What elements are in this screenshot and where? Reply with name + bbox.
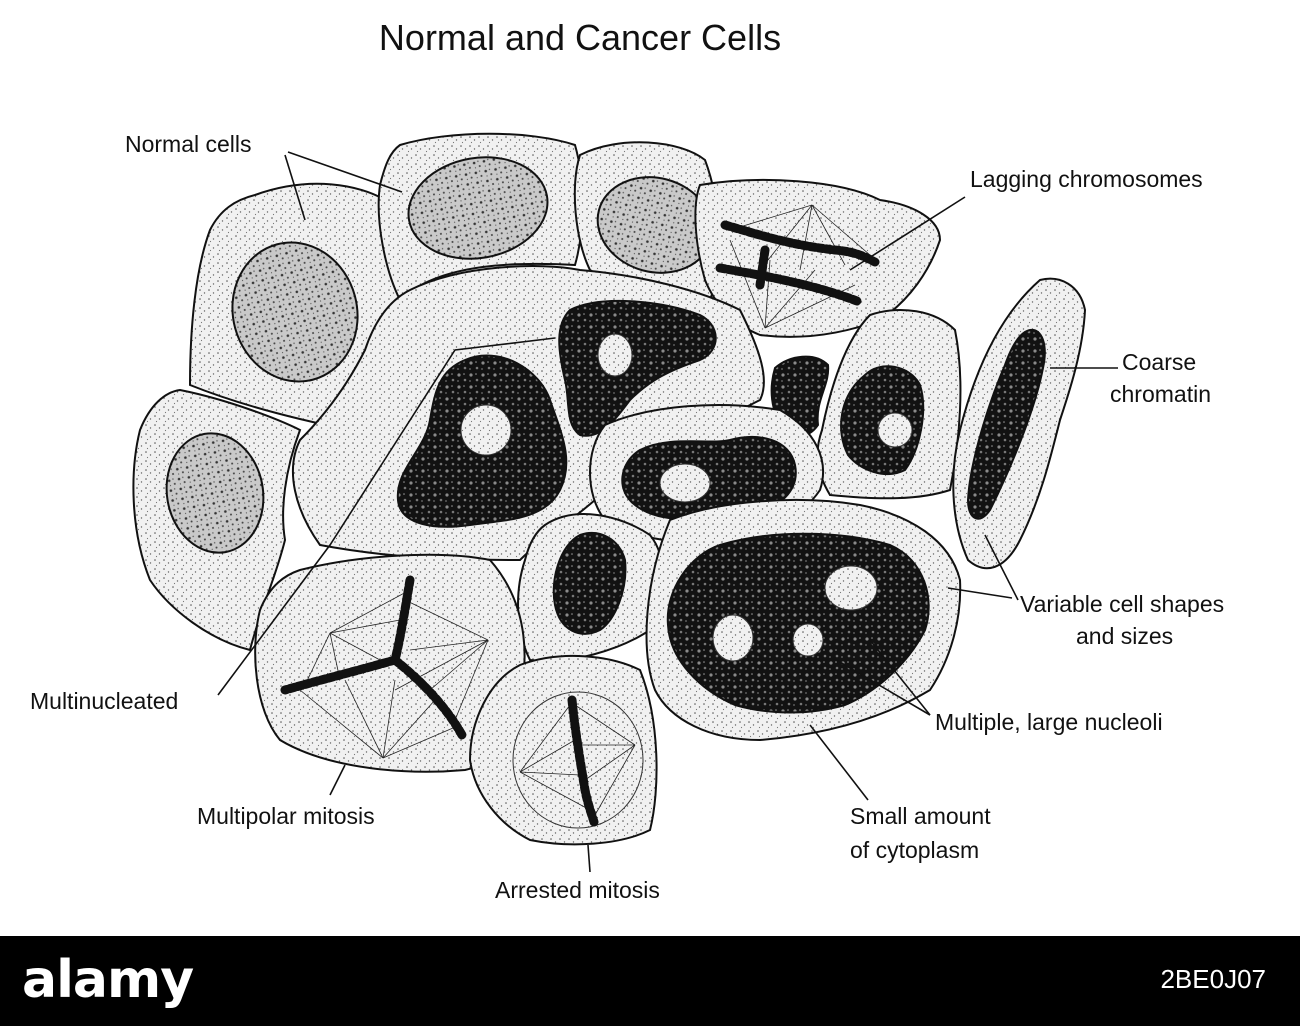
image-id: 2BE0J07 [1160,964,1266,994]
label-multinucleated: Multinucleated [30,688,178,714]
normal-nucleus [165,432,265,554]
label-arrested-mitosis: Arrested mitosis [495,877,660,903]
multipolar-chromosomes [390,655,467,740]
nucleolus [597,333,633,377]
label-lagging-chromosomes: Lagging chromosomes [970,166,1203,192]
normal-nucleus [407,156,549,260]
arrested-chromosomes [567,695,599,827]
label-coarse-chromatin-line1: Coarse [1122,349,1196,375]
label-normal-cells: Normal cells [125,131,252,157]
cell-cluster [132,132,1087,846]
label-variable-shapes-line1: Variable cell shapes [1020,591,1224,617]
alamy-logo: alamy [22,950,194,1010]
spindle-arrested [519,704,636,816]
cancer-nucleus-dark [558,299,717,437]
arrested-mitosis-spindle-boundary [512,691,644,829]
label-multiple-nucleoli: Multiple, large nucleoli [935,709,1163,735]
nucleolus [460,404,512,456]
diagram-title: Normal and Cancer Cells [379,17,781,58]
label-variable-shapes-line2: and sizes [1076,623,1173,649]
multipolar-chromosomes [390,575,415,665]
label-multipolar-mitosis: Multipolar mitosis [197,803,375,829]
watermark-banner: alamy 2BE0J07 [0,936,1300,1026]
label-small-cytoplasm-line1: Small amount [850,803,991,829]
nucleolus [659,463,711,503]
nucleolus [712,614,754,662]
normal-nucleus [231,241,359,383]
diagram-figure: Normal and Cancer Cells [30,17,1224,903]
lagging-chromosomes [715,263,863,307]
coarse-chromatin-nucleus [966,328,1046,520]
lagging-chromosomes [755,245,770,290]
leader-lines [217,151,1118,873]
arrested-mitosis-cell [468,654,658,846]
nucleolus [792,623,824,657]
label-small-cytoplasm-line2: of cytoplasm [850,837,979,863]
spindle-multipolar [299,589,489,759]
label-coarse-chromatin-line2: chromatin [1110,381,1211,407]
nucleolus [824,565,878,611]
cancer-nucleus-dark [552,532,627,635]
multipolar-chromosomes [280,655,400,695]
nucleolus [877,412,913,448]
